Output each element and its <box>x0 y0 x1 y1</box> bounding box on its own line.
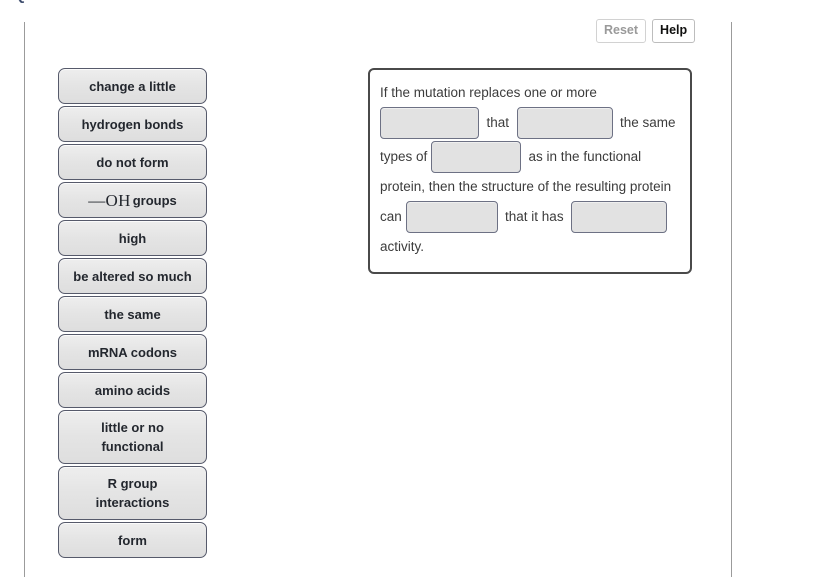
sentence-text: as in the functional <box>521 149 642 164</box>
sentence-line: protein, then the structure of the resul… <box>380 175 678 199</box>
word-tile[interactable]: amino acids <box>58 372 207 408</box>
word-tile[interactable]: mRNA codons <box>58 334 207 370</box>
sentence-text: activity. <box>380 239 425 254</box>
right-frame-rule <box>731 22 732 577</box>
blank-5[interactable] <box>571 201 668 233</box>
sentence-line: that the same <box>380 107 678 139</box>
page-title: Question 11 of 12 <box>14 0 142 4</box>
blank-3[interactable] <box>431 141 522 173</box>
sentence-line: types of as in the functional <box>380 141 678 173</box>
word-tile[interactable]: do not form <box>58 144 207 180</box>
chem-notation: —OH <box>88 190 131 210</box>
sentence-text: the same <box>612 115 676 130</box>
reset-button[interactable]: Reset <box>596 19 647 43</box>
word-tile[interactable]: the same <box>58 296 207 332</box>
sentence-line: If the mutation replaces one or more <box>380 81 678 105</box>
sentence-text: If the mutation replaces one or more <box>380 85 597 100</box>
left-frame-rule <box>24 22 25 577</box>
sentence-line: activity. <box>380 235 678 259</box>
sentence-text: that it has <box>497 209 572 224</box>
word-tile[interactable]: —OH groups <box>58 182 207 218</box>
word-tile-label: groups <box>132 192 177 208</box>
sentence-text: protein, then the structure of the resul… <box>380 179 672 194</box>
sentence-text: types of <box>380 149 432 164</box>
word-tile[interactable]: be altered so much <box>58 258 207 294</box>
sentence-text: that <box>479 115 517 130</box>
help-button[interactable]: Help <box>652 19 696 43</box>
toolbar: Reset Help <box>596 19 696 43</box>
blank-2[interactable] <box>516 107 613 139</box>
word-tile[interactable]: hydrogen bonds <box>58 106 207 142</box>
word-tile[interactable]: high <box>58 220 207 256</box>
blank-4[interactable] <box>405 201 498 233</box>
sentence-line: can that it has <box>380 201 678 233</box>
blank-1[interactable] <box>380 107 479 139</box>
sentence-text: can <box>380 209 406 224</box>
word-tile[interactable]: change a little <box>58 68 207 104</box>
sentence-panel: If the mutation replaces one or more tha… <box>368 68 692 274</box>
word-tile[interactable]: form <box>58 522 207 558</box>
